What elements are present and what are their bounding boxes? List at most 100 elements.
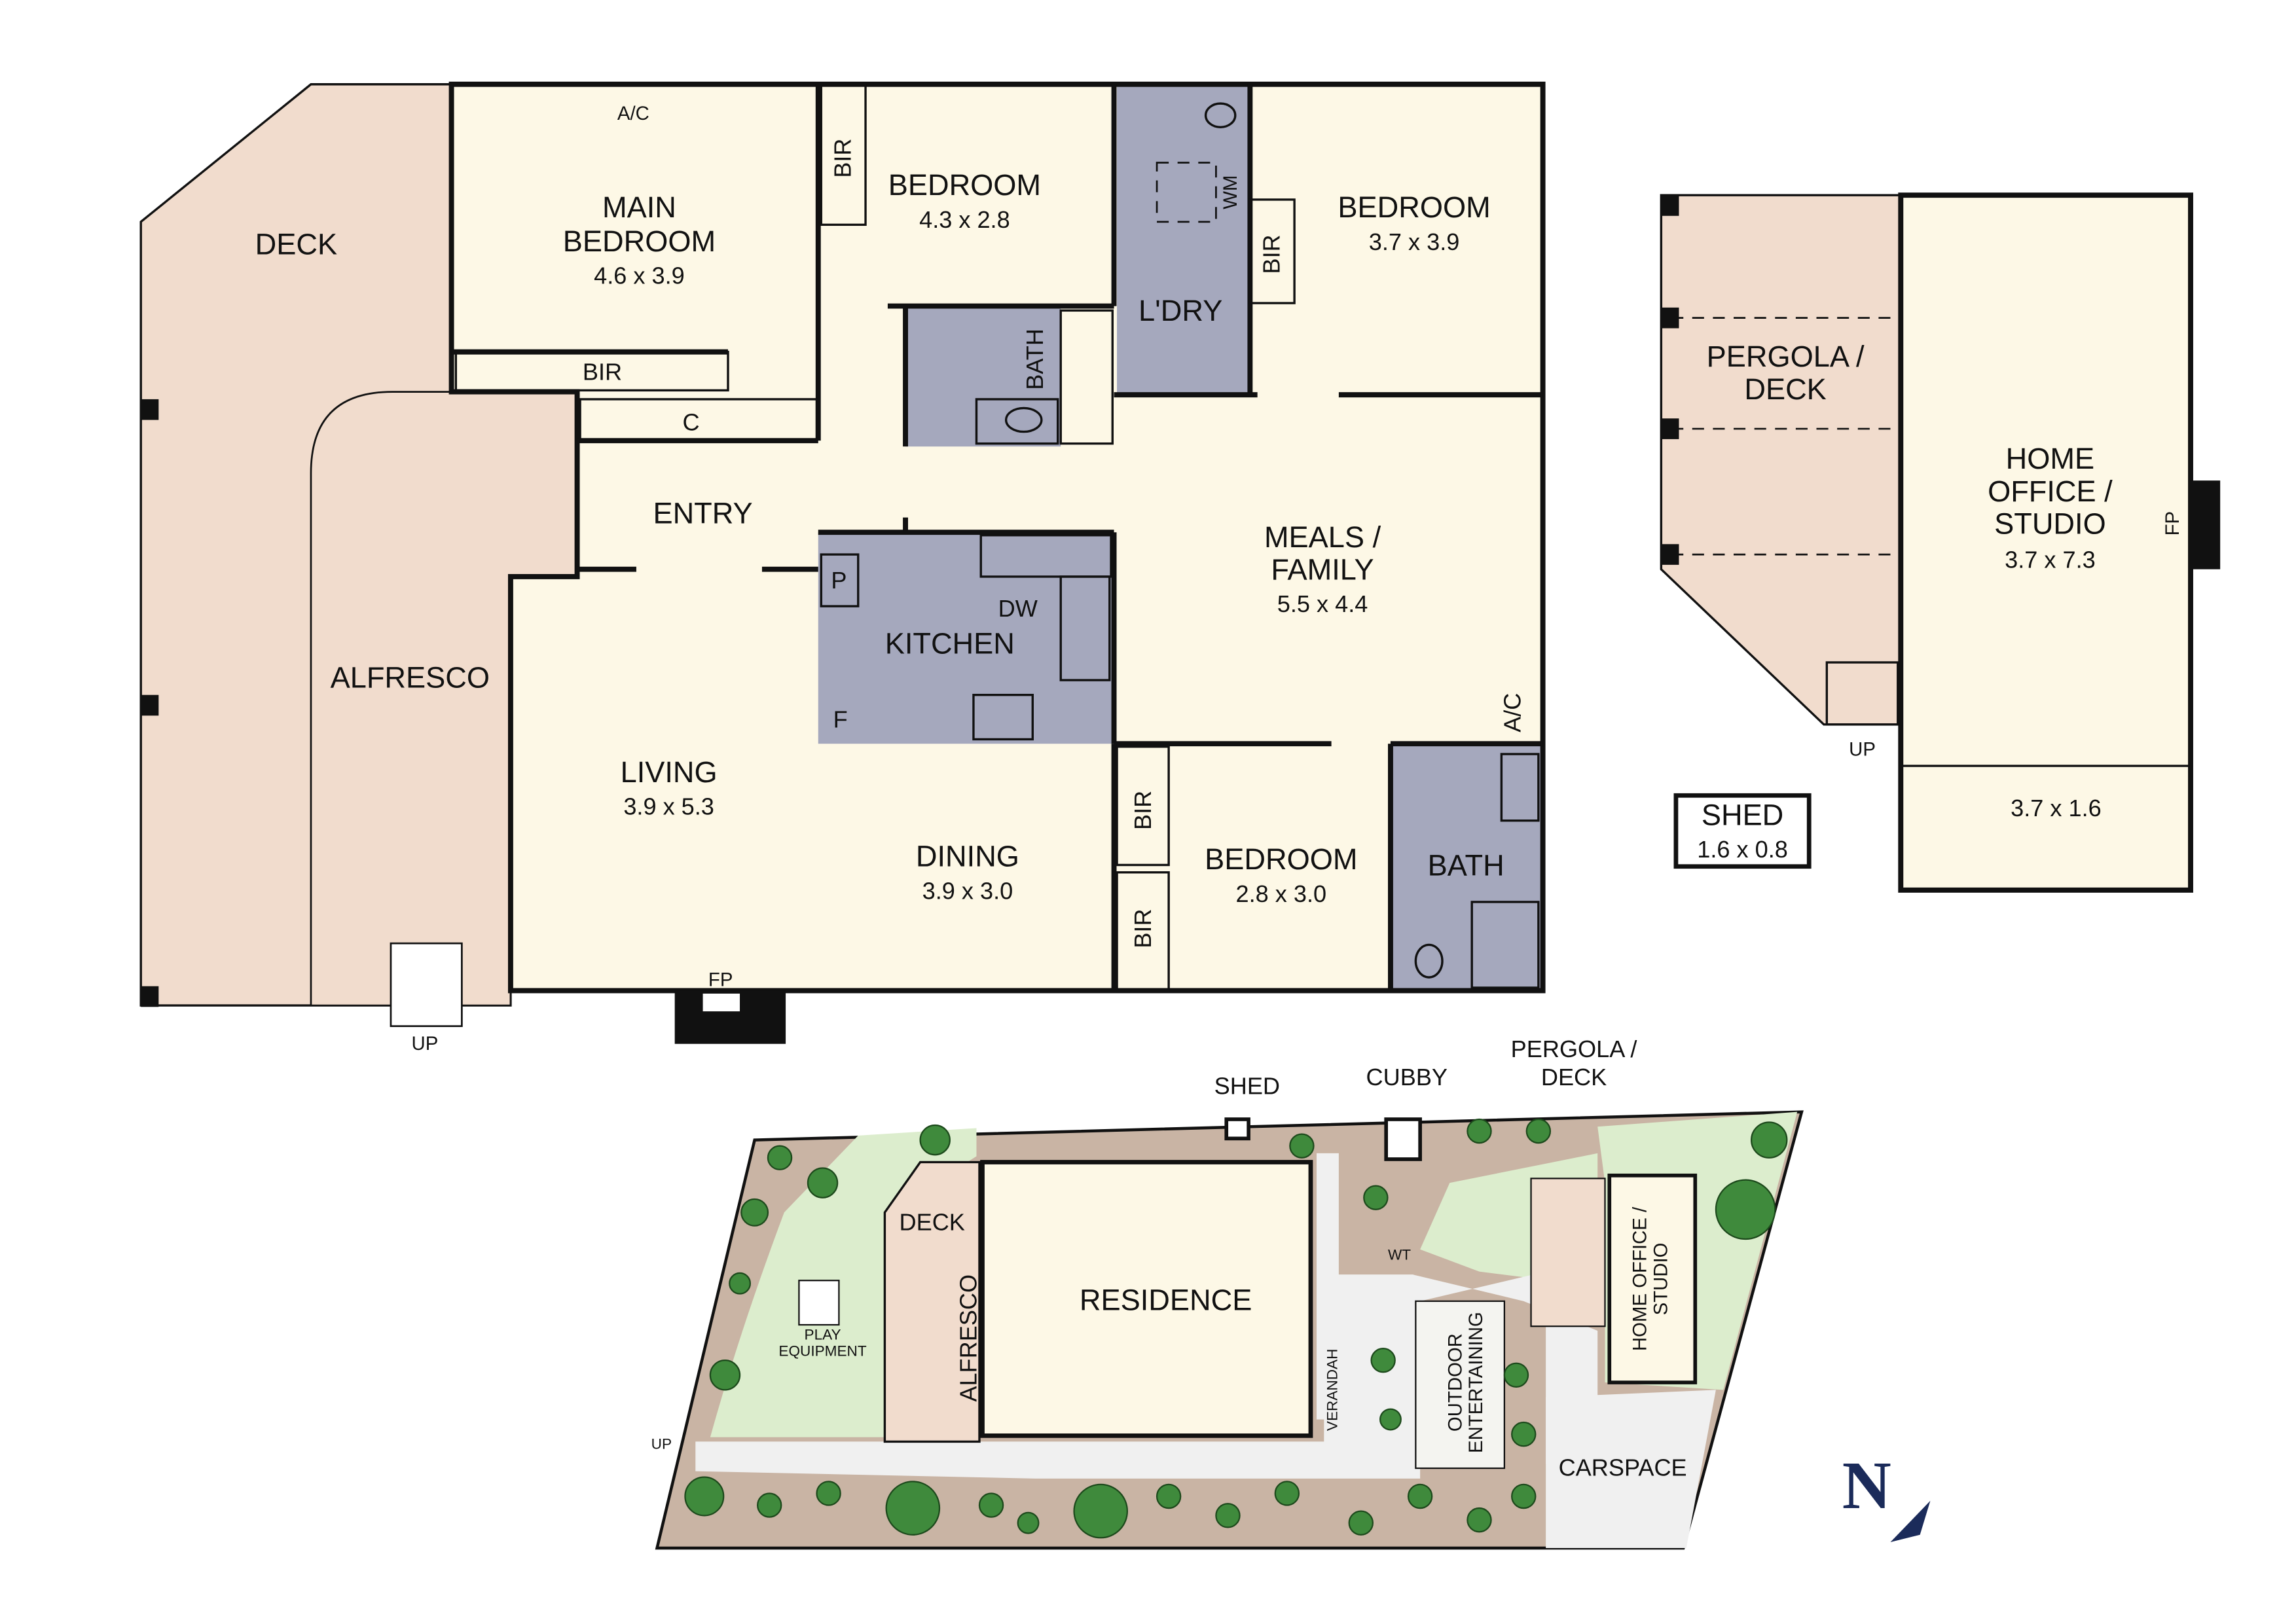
linen-cupboard — [579, 398, 818, 442]
shed-site — [1224, 1117, 1250, 1141]
fp-label: FP — [2162, 511, 2183, 536]
verandah-label: VERANDAH — [1324, 1349, 1341, 1431]
residence-label: RESIDENCE — [1080, 1283, 1252, 1316]
kitchen-island-top — [979, 534, 1112, 578]
cubby-site — [1384, 1117, 1422, 1161]
meals-family-dims: 5.5 x 4.4 — [1277, 590, 1368, 617]
cubby-label: CUBBY — [1366, 1064, 1448, 1090]
carspace — [1546, 1390, 1716, 1549]
studio-room — [1898, 192, 2193, 893]
bedroom-3-dims: 3.7 x 3.9 — [1369, 228, 1460, 255]
kitchen-label: KITCHEN — [885, 626, 1015, 660]
side-path — [1317, 1153, 1598, 1464]
north-arrow: N — [1842, 1448, 1931, 1543]
main-bedroom-label: MAIN — [602, 190, 676, 224]
studio-fireplace — [2191, 480, 2221, 569]
studio-plan: PERGOLA / DECK HOME OFFICE / STUDIO 3.7 … — [1660, 192, 2221, 893]
pergola-deck-area — [1660, 194, 1902, 726]
fridge-label: F — [833, 706, 848, 732]
toilet-icon — [1204, 102, 1237, 128]
bedroom-3-label: BEDROOM — [1338, 190, 1490, 224]
dining-dims: 3.9 x 3.0 — [922, 877, 1013, 904]
front-path — [695, 1419, 1421, 1479]
home-office-site-label: HOME OFFICE / — [1630, 1206, 1651, 1351]
kitchen-area — [818, 532, 1114, 744]
bir-label: BIR — [1258, 234, 1285, 274]
fireplace-hearth — [702, 993, 740, 1012]
up-label: UP — [651, 1436, 672, 1452]
deck-stairs — [390, 942, 463, 1028]
shed-label: SHED — [1702, 798, 1783, 831]
bir-bedroom-2 — [820, 83, 867, 226]
up-label: UP — [412, 1033, 439, 1054]
deck-site-label: DECK — [900, 1208, 965, 1235]
west-lawn — [710, 1128, 977, 1437]
site-plan: N SHED CUBBY PERGOLA / DECK DECK ALFRESC… — [651, 1036, 1931, 1550]
shower — [1470, 901, 1540, 989]
shed-dims: 1.6 x 0.8 — [1697, 836, 1788, 863]
ac-label: A/C — [1499, 693, 1526, 732]
shed-box — [1673, 793, 1812, 869]
pergola-label: PERGOLA / — [1707, 340, 1865, 373]
washing-machine — [1156, 162, 1217, 223]
ac-label: A/C — [617, 103, 649, 124]
outdoor-entertaining-area — [1415, 1300, 1506, 1469]
pantry — [820, 553, 860, 607]
bir-bedroom-3 — [1248, 198, 1296, 304]
main-bedroom-dims: 4.6 x 3.9 — [594, 262, 685, 289]
alfresco-site-label: ALFRESCO — [955, 1274, 981, 1402]
play-label: PLAY — [805, 1327, 841, 1343]
deck-post — [141, 694, 159, 716]
main-house-plan: DECK ALFRESCO UP A/C MAIN BEDROOM 4.6 x … — [139, 81, 1546, 1054]
deck-site — [883, 1161, 981, 1443]
meals-family-label: MEALS / — [1264, 520, 1381, 554]
trees — [684, 1118, 1788, 1539]
bath-label: BATH — [1428, 848, 1504, 882]
play-equipment — [798, 1280, 840, 1326]
home-office-dims: 3.7 x 7.3 — [2005, 546, 2096, 573]
small-bath-area — [905, 306, 1061, 447]
bir-label: BIR — [1129, 791, 1156, 830]
wt-label: WT — [1388, 1247, 1411, 1263]
bedroom-2-label: BEDROOM — [888, 168, 1041, 202]
bedroom-2-dims: 4.3 x 2.8 — [919, 206, 1010, 233]
laundry-area — [1117, 84, 1250, 395]
house-outline — [448, 81, 1546, 994]
outdoor-label: ENTERTAINING — [1465, 1312, 1487, 1453]
main-bedroom-label: BEDROOM — [563, 225, 716, 258]
basin-icon — [1004, 406, 1043, 433]
carspace-label: CARSPACE — [1559, 1454, 1687, 1481]
outdoor-label: OUTDOOR — [1444, 1333, 1466, 1432]
bathtub — [1059, 309, 1114, 445]
entry-label: ENTRY — [653, 497, 752, 530]
bath-label: BATH — [1021, 329, 1048, 390]
bir-label: BIR — [583, 359, 622, 386]
post — [1661, 307, 1679, 329]
alfresco-label: ALFRESCO — [331, 660, 490, 694]
residence-outline — [980, 1160, 1313, 1438]
bir-main-bedroom — [454, 350, 729, 392]
home-office-label: STUDIO — [1994, 507, 2106, 540]
up-label: UP — [1849, 738, 1876, 760]
post — [1661, 195, 1679, 216]
fp-label: FP — [708, 969, 733, 991]
north-arrow-icon — [1890, 1500, 1931, 1543]
linen-label: C — [682, 408, 699, 435]
deck-post — [141, 399, 159, 420]
pantry-label: P — [831, 567, 847, 594]
shed-site-label: SHED — [1214, 1073, 1280, 1100]
vanity — [975, 398, 1059, 445]
pergola-site-label: DECK — [1541, 1064, 1607, 1090]
main-bath-area — [1390, 744, 1543, 991]
deck-post — [141, 986, 159, 1007]
wm-label: WM — [1220, 175, 1241, 209]
post — [1661, 544, 1679, 565]
dining-label: DINING — [916, 840, 1019, 873]
store-dims: 3.7 x 1.6 — [2011, 795, 2102, 821]
post — [1661, 418, 1679, 439]
home-office-site-label: STUDIO — [1650, 1242, 1671, 1315]
north-label: N — [1842, 1448, 1891, 1523]
living-dims: 3.9 x 5.3 — [623, 793, 714, 820]
bir-bedroom-4-bottom — [1116, 871, 1170, 992]
